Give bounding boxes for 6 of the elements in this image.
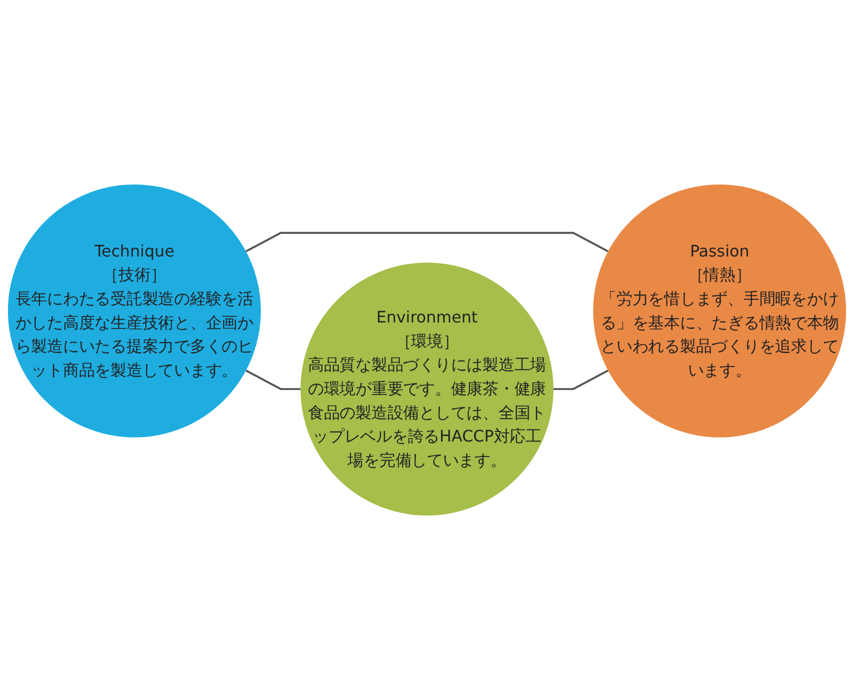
connector xyxy=(246,232,608,252)
connector xyxy=(553,370,608,390)
node-circle: Environment ［環境］ 高品質な製品づくりには製造工場の環境が重要です。健康茶・健康食品の製造設備としては、全国トップレベルを誇るHACCP対応工場を完備しています。 xyxy=(300,262,554,516)
node-circle: Technique ［技術］ 長年にわたる受託製造の経験を活かした高度な生産技術と、企画から製造にいたる提案力で多くのヒット商品を製造しています。 xyxy=(8,184,261,438)
connector xyxy=(246,370,301,390)
node-circle: Passion ［情熱］ 「労力を惜しまず、手間暇をかける」を基本に、たぎる情熱で本物といわれる製品づくりを追求しています。 xyxy=(593,184,846,438)
